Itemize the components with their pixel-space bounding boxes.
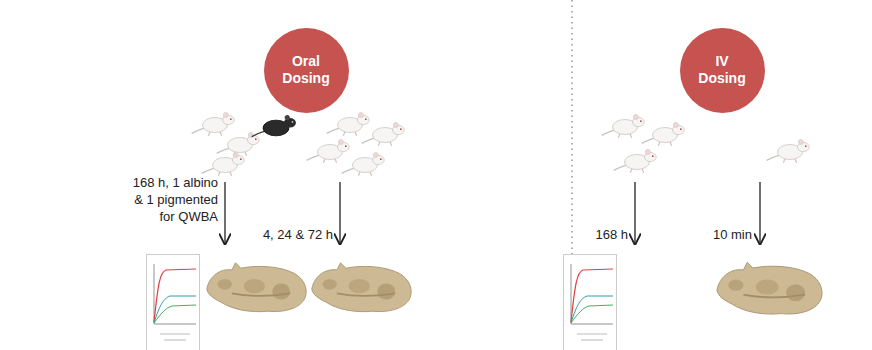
arrow [759, 182, 760, 244]
time-label: 168 h [595, 226, 628, 243]
arrow [634, 182, 635, 244]
dosing-circle: Oral Dosing [264, 28, 349, 113]
arrow [339, 182, 340, 244]
time-label: 10 min [713, 226, 752, 243]
circle-label: IV Dosing [690, 53, 754, 87]
arrow [224, 182, 225, 244]
dosing-circle: IV Dosing [680, 28, 765, 113]
time-label: 168 h, 1 albino & 1 pigmented for QWBA [123, 174, 218, 225]
time-label: 4, 24 & 72 h [263, 226, 333, 243]
circle-label: Oral Dosing [274, 53, 338, 87]
